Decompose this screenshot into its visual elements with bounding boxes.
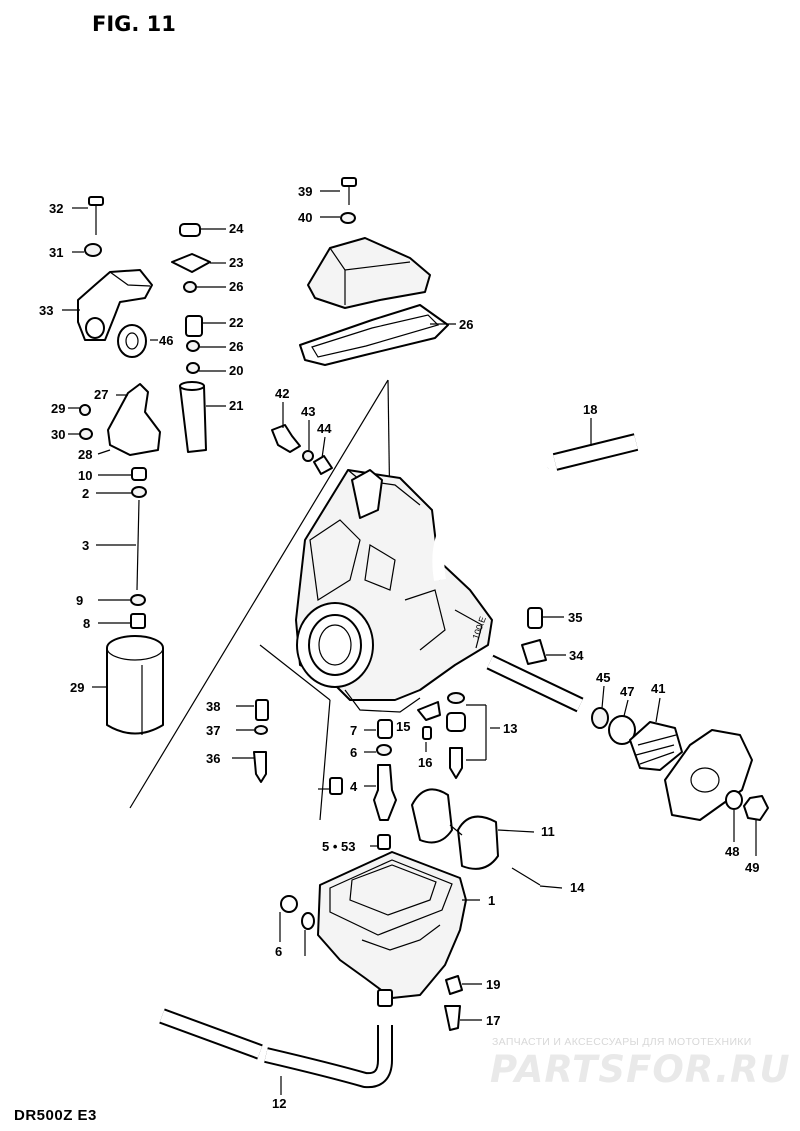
callout: 41	[651, 681, 665, 696]
ring-48-part	[117, 324, 147, 358]
callout: 15	[396, 719, 410, 734]
callout: 22	[229, 315, 243, 330]
callout: 49	[745, 860, 759, 875]
callout: 33	[39, 303, 53, 318]
throttle-shaft-part	[486, 607, 769, 821]
plate-29-part	[79, 383, 161, 456]
callout: 9	[76, 593, 83, 608]
callout: 40	[298, 210, 312, 225]
callout: 5 • 53	[322, 839, 355, 854]
lever-35-part	[77, 269, 153, 341]
callout: 26	[229, 279, 243, 294]
callout: 17	[486, 1013, 500, 1028]
callout: 32	[49, 201, 63, 216]
callout: 43	[301, 404, 315, 419]
callout: 34	[569, 648, 584, 663]
callout: 10	[78, 468, 92, 483]
callout: 46	[159, 333, 173, 348]
callout: 30	[51, 427, 65, 442]
callout: 3	[82, 538, 89, 553]
callout: 26	[459, 317, 473, 332]
top-cap-part	[299, 237, 449, 366]
callout: 13	[503, 721, 517, 736]
screw-45-part	[271, 424, 333, 475]
callout: 35	[568, 610, 582, 625]
callout: 2	[82, 486, 89, 501]
callout: 19	[486, 977, 500, 992]
callout: 29	[70, 680, 84, 695]
callout: 47	[620, 684, 634, 699]
callout: 37	[206, 723, 220, 738]
figure-title: FIG. 11	[92, 12, 176, 36]
float-bowl-part	[280, 851, 467, 1031]
callout: 6	[350, 745, 357, 760]
callout: 4	[350, 779, 358, 794]
callout: 29	[51, 401, 65, 416]
callout: 38	[206, 699, 220, 714]
bolt-34-part	[84, 196, 104, 257]
callout: 26	[229, 339, 243, 354]
watermark-logo: PARTSFOR.RU	[490, 1048, 791, 1091]
callout: 7	[350, 723, 357, 738]
float-12-part	[411, 788, 541, 886]
callout: 27	[94, 387, 108, 402]
callout: 39	[298, 184, 312, 199]
carburetor-body-part: 100.E	[295, 469, 493, 713]
needle-3-part	[130, 467, 147, 629]
throttle-valve-30-part	[106, 635, 164, 735]
callout: 31	[49, 245, 63, 260]
callout: 23	[229, 255, 243, 270]
callout: 45	[596, 670, 610, 685]
valve-stack-part	[171, 223, 211, 453]
callout: 11	[541, 824, 555, 839]
callout: 6	[275, 944, 282, 959]
callout: 42	[275, 386, 289, 401]
callout: 28	[78, 447, 92, 462]
callout: 8	[83, 616, 90, 631]
callout: 12	[272, 1096, 286, 1111]
callout: 36	[206, 751, 220, 766]
callout: 20	[229, 363, 243, 378]
callout-labels-extra: 26 29 34 6 17	[70, 317, 500, 1028]
hose-18-part	[432, 433, 639, 581]
model-label: DR500Z E3	[14, 1107, 97, 1124]
callout-labels: 32 31 33 46 27 29 30 28 10 2 3 9 8 29 29…	[39, 184, 759, 1111]
drain-hose-13-part	[159, 1008, 393, 1089]
callout: 18	[583, 402, 597, 417]
screw-42-part	[340, 177, 357, 224]
callout: 48	[725, 844, 739, 859]
callout: 21	[229, 398, 243, 413]
watermark-tagline: ЗАПЧАСТИ И АКСЕССУАРЫ ДЛЯ МОТОТЕХНИКИ	[492, 1036, 752, 1048]
callout: 16	[418, 755, 432, 770]
callout: 1	[488, 893, 495, 908]
callout: 14	[570, 880, 585, 895]
jet-parts	[253, 692, 487, 850]
callout: 44	[317, 421, 332, 436]
callout: 24	[229, 221, 244, 236]
